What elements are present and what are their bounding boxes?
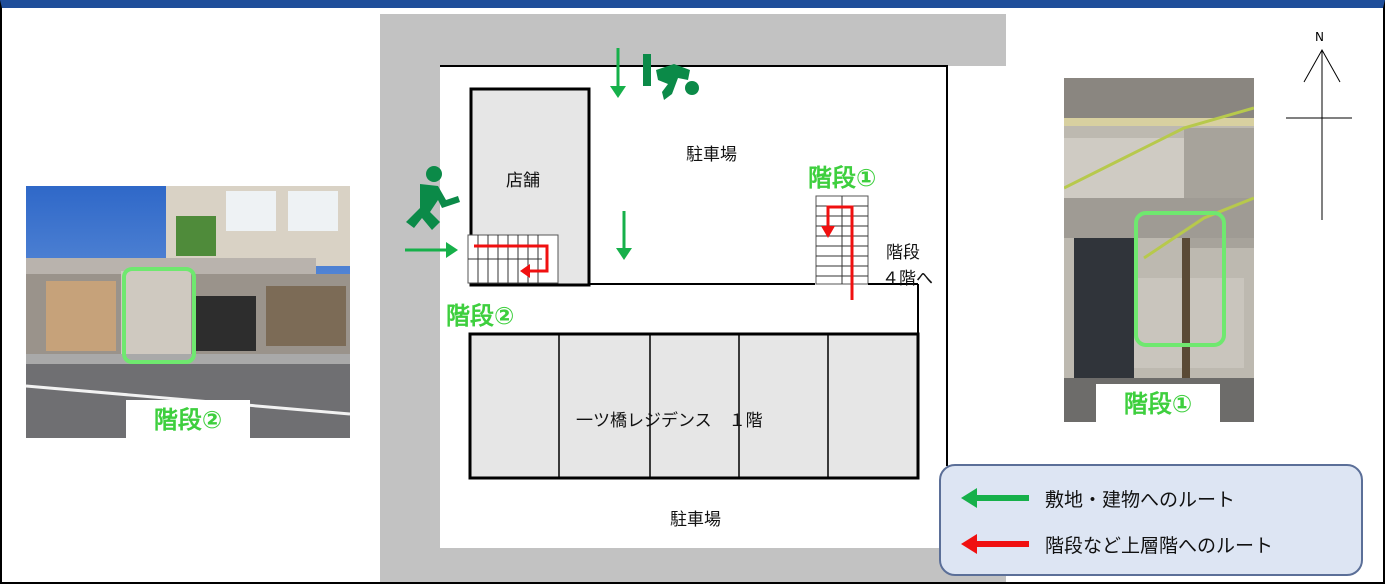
stairs1-photo-caption: 階段① [1096, 384, 1220, 424]
stairs-up-label-1: 階段 [886, 243, 920, 263]
stairs2-treads [468, 235, 542, 283]
parking-arrowhead [616, 248, 632, 260]
compass-icon [1286, 48, 1352, 220]
green-routes [405, 48, 626, 253]
site-top-edge [440, 65, 948, 67]
residence-building [468, 332, 920, 480]
parking-top-label: 駐車場 [686, 145, 737, 165]
compass-north-label: N [1315, 30, 1324, 44]
unit-dividers [558, 334, 829, 478]
legend-item-building-route: 敷地・建物へのルート [961, 478, 1235, 518]
legend-item-stairs-route: 階段など上層階へのルート [961, 524, 1273, 564]
legend-label-building-route: 敷地・建物へのルート [1045, 488, 1236, 511]
red-arrow-icon [961, 534, 1029, 554]
floor-plan [405, 48, 1352, 480]
entry-west-arrowhead [446, 242, 458, 258]
red-routes [474, 205, 854, 300]
site-right-lane [948, 66, 1006, 466]
stairs2-red-arrowhead [520, 264, 530, 278]
entry-north-arrowhead [610, 86, 626, 98]
stairs1-label: 階段① [808, 164, 877, 192]
exit-running-person-icon [406, 166, 460, 230]
green-arrow-icon [961, 488, 1029, 508]
shop-label: 店舗 [506, 171, 540, 191]
stairs1-photo [1064, 78, 1254, 422]
parking-bottom-label: 駐車場 [670, 510, 721, 530]
residence-label: 一ツ橋レジデンス １階 [576, 411, 763, 431]
stairs2-label: 階段② [446, 302, 515, 330]
stairs2-photo-caption: 階段② [126, 400, 250, 440]
legend-label-stairs-route: 階段など上層階へのルート [1045, 534, 1274, 557]
stairs-up-label-2: ４階へ [882, 269, 933, 289]
route-legend: 敷地・建物へのルート 階段など上層階へのルート [939, 464, 1363, 576]
exit-person-door-icon [643, 54, 699, 100]
stairs1-red-arrowhead [821, 226, 835, 238]
stairs1-photo-illustration [1064, 78, 1254, 422]
site-right-edge [946, 66, 948, 466]
